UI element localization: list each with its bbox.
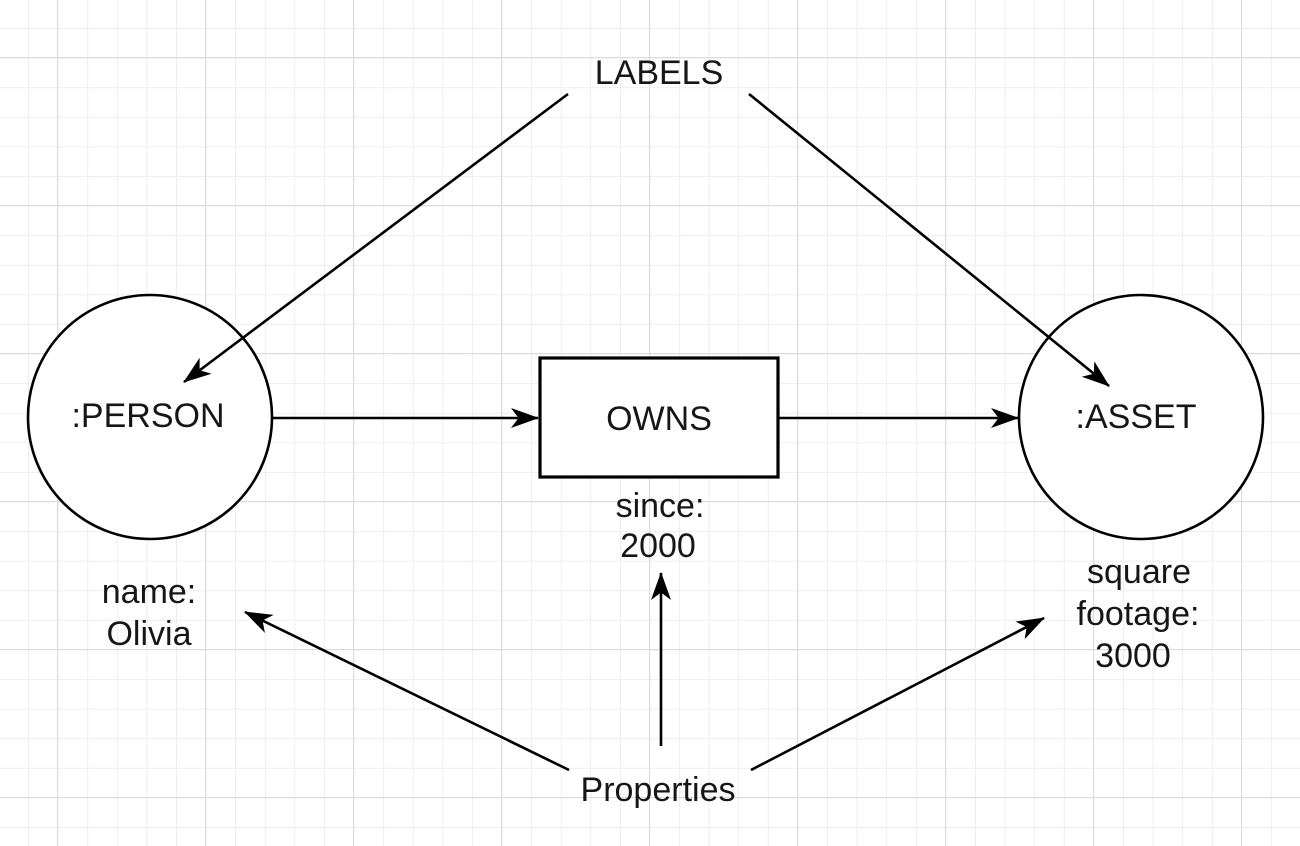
labels-annotation[interactable]: LABELS — [595, 54, 724, 92]
edge-labels-to-person[interactable] — [183, 92, 569, 384]
owns-property-line[interactable]: 2000 — [620, 527, 696, 565]
owns-relationship-box[interactable] — [538, 356, 780, 479]
asset-node-circle[interactable] — [1017, 293, 1265, 541]
edge-properties-to-asset-property[interactable] — [750, 616, 1045, 772]
person-property-line[interactable]: name: — [102, 573, 197, 611]
asset-property-line[interactable]: 3000 — [1095, 637, 1171, 675]
edge-properties-to-person-property[interactable] — [244, 610, 570, 772]
edge-labels-to-asset[interactable] — [748, 92, 1110, 388]
owns-relationship-label[interactable]: OWNS — [606, 400, 712, 438]
asset-property-line[interactable]: footage: — [1077, 595, 1200, 633]
person-property-line[interactable]: Olivia — [106, 615, 191, 653]
owns-property-line[interactable]: since: — [616, 487, 705, 525]
asset-node-label[interactable]: :ASSET — [1076, 398, 1197, 436]
person-node-label[interactable]: :PERSON — [71, 397, 224, 435]
asset-property-line[interactable]: square — [1087, 553, 1191, 591]
properties-annotation[interactable]: Properties — [581, 771, 736, 809]
